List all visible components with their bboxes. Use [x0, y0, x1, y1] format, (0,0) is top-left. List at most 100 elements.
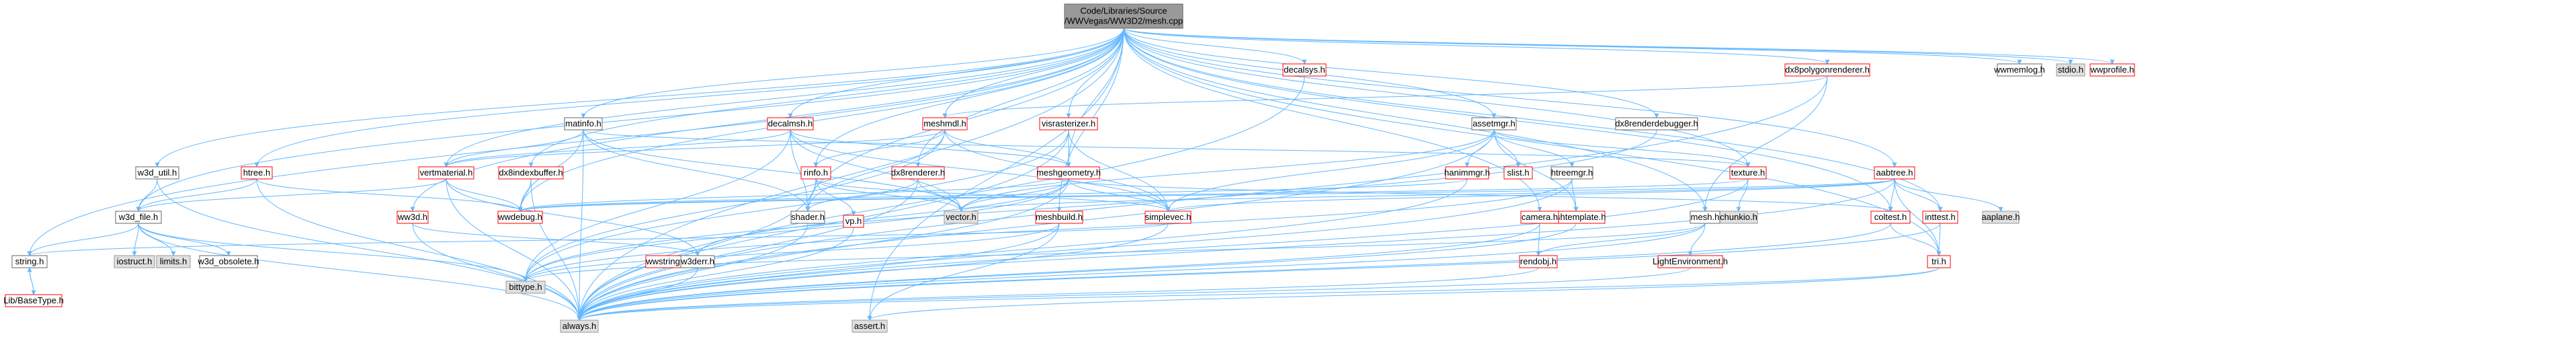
node-vector[interactable]: vector.h	[944, 211, 979, 224]
edge-root-to-wwmemlog	[1123, 28, 2022, 65]
node-tri[interactable]: tri.h	[1927, 255, 1951, 268]
node-ww3d[interactable]: ww3d.h	[397, 211, 429, 224]
edge-texture-to-always	[577, 178, 1749, 321]
edge-dx8renderdebugger-to-bittype	[523, 129, 1657, 282]
edge-root-to-aabtree	[1123, 28, 1897, 167]
node-w3d_file[interactable]: w3d_file.h	[115, 211, 162, 224]
node-label: wwprofile.h	[2089, 65, 2134, 75]
node-vp[interactable]: vp.h	[843, 215, 864, 228]
edge-dx8indexbuffer-to-wwdebug	[517, 178, 532, 212]
node-root[interactable]: Code/Libraries/Source/WWVegas/WW3D2/mesh…	[1064, 3, 1183, 29]
node-label: mesh.h	[1691, 212, 1720, 222]
edge-root-to-meshmdl	[942, 28, 1124, 118]
edge-meshgeometry-to-vector	[958, 178, 1069, 212]
edge-texture-to-wwdebug	[517, 178, 1749, 212]
edge-aabtree-to-wwdebug	[518, 178, 1895, 212]
node-vertmaterial[interactable]: vertmaterial.h	[418, 166, 474, 180]
node-chunkio[interactable]: chunkio.h	[1719, 211, 1758, 224]
node-aaplane[interactable]: aaplane.h	[1981, 211, 2020, 224]
node-label: always.h	[563, 321, 597, 331]
node-string[interactable]: string.h	[11, 255, 48, 268]
node-box	[1445, 166, 1489, 180]
node-label: w3derr.h	[680, 256, 714, 266]
node-assetmgr[interactable]: assetmgr.h	[1471, 117, 1517, 130]
node-label: w3d_file.h	[118, 212, 159, 222]
node-w3d_obsolete[interactable]: w3d_obsolete.h	[197, 255, 259, 268]
edge-w3d_file-to-iostruct	[132, 223, 139, 256]
edge-htree-to-w3d_file	[136, 178, 257, 212]
edge-assetmgr-to-slist	[1493, 129, 1521, 167]
node-box	[843, 215, 864, 228]
node-box	[1982, 211, 2020, 224]
node-label: htreemgr.h	[1551, 167, 1593, 178]
edge-rendobj-to-always	[577, 267, 1539, 321]
node-label: hashtemplate.h	[1546, 212, 1606, 222]
node-always[interactable]: always.h	[560, 320, 599, 333]
node-hanimmgr[interactable]: hanimmgr.h	[1444, 166, 1490, 180]
node-meshbuild[interactable]: meshbuild.h	[1035, 211, 1083, 224]
node-box	[1870, 211, 1911, 224]
node-wwmemlog[interactable]: wwmemlog.h	[1993, 63, 2045, 77]
node-box	[1503, 166, 1533, 180]
node-box	[1784, 63, 1870, 77]
node-decalmsh[interactable]: decalmsh.h	[767, 117, 814, 130]
node-label: decalmsh.h	[768, 118, 813, 128]
edge-meshgeometry-to-wwdebug	[517, 178, 1069, 212]
node-bittype[interactable]: bittype.h	[505, 280, 546, 294]
node-assert[interactable]: assert.h	[851, 320, 888, 333]
edge-matinfo-to-texture	[583, 129, 1751, 167]
node-aabtree[interactable]: aabtree.h	[1874, 166, 1915, 180]
node-mesh[interactable]: mesh.h	[1690, 211, 1720, 224]
edge-matinfo-to-vertmaterial	[444, 129, 584, 167]
node-camera[interactable]: camera.h	[1520, 211, 1559, 224]
edge-htreemgr-to-hashtemplate	[1571, 178, 1579, 212]
edge-dx8polygonrenderer-to-mesh	[1702, 75, 1828, 212]
node-w3derr[interactable]: w3derr.h	[680, 255, 715, 268]
node-hashtemplate[interactable]: hashtemplate.h	[1546, 211, 1606, 224]
edge-root-to-vistrasterizer	[1066, 28, 1124, 118]
node-decalsys[interactable]: decalsys.h	[1282, 63, 1327, 77]
node-inttest[interactable]: inttest.h	[1922, 211, 1958, 224]
node-label: dx8renderdebugger.h	[1615, 118, 1698, 128]
node-box	[115, 211, 162, 224]
edge-w3d_file-to-w3d_obsolete	[138, 223, 231, 256]
node-texture[interactable]: texture.h	[1729, 166, 1767, 180]
node-label: Code/Libraries/Source	[1080, 6, 1167, 16]
node-coltest[interactable]: coltest.h	[1870, 211, 1911, 224]
node-stdio[interactable]: stdio.h	[2056, 63, 2085, 77]
node-simplevec[interactable]: simplevec.h	[1145, 211, 1192, 224]
node-htree[interactable]: htree.h	[241, 166, 273, 180]
node-limits[interactable]: limits.h	[156, 255, 191, 268]
node-dx8indexbuffer[interactable]: dx8indexbuffer.h	[498, 166, 564, 180]
edge-root-to-wwprofile	[1123, 28, 2115, 65]
node-wwdebug[interactable]: wwdebug.h	[497, 211, 543, 224]
node-basetype[interactable]: Lib/BaseType.h	[3, 294, 64, 307]
node-rendobj[interactable]: rendobj.h	[1519, 255, 1558, 268]
node-meshgeometry[interactable]: meshgeometry.h	[1036, 166, 1101, 180]
node-wwstring[interactable]: wwstring.h	[645, 255, 688, 268]
edge-inttest-to-tri	[1936, 223, 1942, 256]
node-matinfo[interactable]: matinfo.h	[564, 117, 603, 130]
node-meshmdl[interactable]: meshmdl.h	[922, 117, 968, 130]
node-wwprofile[interactable]: wwprofile.h	[2089, 63, 2135, 77]
node-slist[interactable]: slist.h	[1503, 166, 1533, 180]
node-w3d_util[interactable]: w3d_util.h	[135, 166, 179, 180]
edge-root-to-decalsys	[1123, 28, 1307, 65]
node-label: aaplane.h	[1981, 212, 2020, 222]
node-iostruct[interactable]: iostruct.h	[114, 255, 155, 268]
edge-ww3d-to-always	[412, 223, 582, 321]
edge-mesh-to-rendobj	[1536, 223, 1706, 256]
node-vistrasterizer[interactable]: visrasterizer.h	[1039, 117, 1098, 130]
node-dx8polygonrenderer[interactable]: dx8polygonrenderer.h	[1784, 63, 1870, 77]
node-shader[interactable]: shader.h	[790, 211, 825, 224]
node-label: htree.h	[243, 167, 270, 178]
node-dx8renderer[interactable]: dx8renderer.h	[891, 166, 945, 180]
node-rinfo[interactable]: rinfo.h	[800, 166, 831, 180]
node-label: meshgeometry.h	[1036, 167, 1101, 178]
node-dx8renderdebugger[interactable]: dx8renderdebugger.h	[1615, 117, 1698, 130]
node-lightenvironment[interactable]: LightEnvironment.h	[1653, 255, 1728, 268]
edge-vertmaterial-to-wwdebug	[446, 178, 523, 212]
node-label: meshmdl.h	[923, 118, 966, 128]
node-htreemgr[interactable]: htreemgr.h	[1550, 166, 1593, 180]
edge-assetmgr-to-hashtemplate	[1493, 129, 1579, 212]
